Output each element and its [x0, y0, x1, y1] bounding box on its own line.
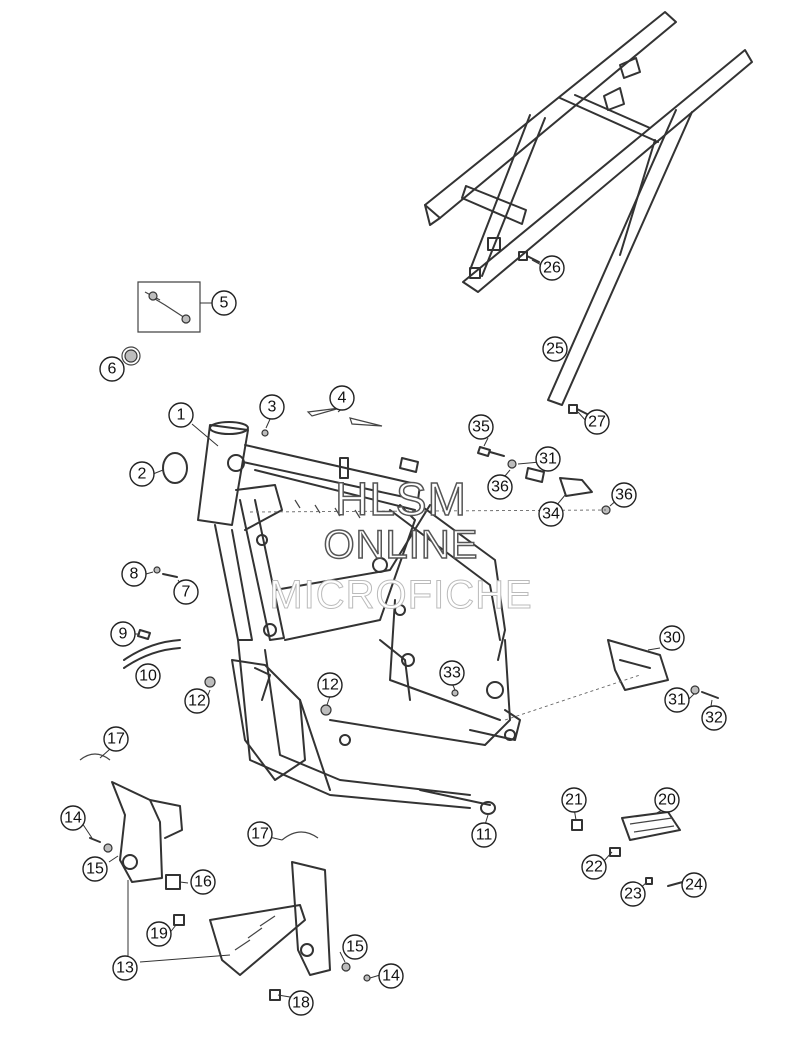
callout-36b: 36	[611, 482, 637, 508]
svg-text:20: 20	[658, 792, 676, 809]
svg-text:30: 30	[663, 630, 681, 647]
callout-2: 2	[129, 461, 155, 487]
callout-11: 11	[471, 822, 497, 848]
svg-text:14: 14	[64, 810, 82, 827]
callout-16: 16	[190, 869, 216, 895]
svg-text:17: 17	[251, 826, 269, 843]
callout-21: 21	[561, 787, 587, 813]
callout-35: 35	[468, 414, 494, 440]
callout-3: 3	[259, 394, 285, 420]
nut-12	[204, 676, 332, 716]
svg-text:23: 23	[624, 886, 642, 903]
sticker-4	[306, 407, 383, 427]
svg-text:18: 18	[292, 995, 310, 1012]
svg-text:27: 27	[588, 414, 606, 431]
svg-text:26: 26	[543, 260, 561, 277]
svg-text:19: 19	[150, 926, 168, 943]
svg-text:3: 3	[268, 399, 277, 416]
callout-20: 20	[654, 787, 680, 813]
svg-text:6: 6	[108, 361, 117, 378]
svg-text:21: 21	[565, 792, 583, 809]
callout-33: 33	[439, 660, 465, 686]
svg-text:1: 1	[177, 407, 186, 424]
callout-31b: 31	[535, 446, 561, 472]
callout-22: 22	[581, 854, 607, 880]
svg-text:7: 7	[182, 584, 191, 601]
svg-text:35: 35	[472, 419, 490, 436]
callout-36a: 36	[487, 474, 513, 500]
callout-30: 30	[659, 625, 685, 651]
callout-13: 13	[112, 955, 138, 981]
bolt-27	[568, 404, 588, 415]
callout-4: 4	[329, 385, 355, 411]
callout-32: 32	[701, 705, 727, 731]
callout-25: 25	[542, 336, 568, 362]
callout-24: 24	[681, 872, 707, 898]
svg-text:34: 34	[542, 506, 560, 523]
hose-10	[123, 639, 181, 669]
chassis-number-plate	[137, 281, 201, 333]
seal-cap-6	[121, 346, 141, 366]
pivot-parts	[477, 446, 611, 515]
callout-14a: 14	[60, 805, 86, 831]
bolt-26	[518, 251, 540, 263]
svg-text:11: 11	[476, 827, 493, 844]
svg-text:36: 36	[491, 479, 509, 496]
callout-19: 19	[146, 921, 172, 947]
svg-text:5: 5	[220, 295, 229, 312]
svg-text:17: 17	[107, 731, 125, 748]
svg-text:16: 16	[194, 874, 212, 891]
svg-text:15: 15	[86, 861, 104, 878]
subframe	[424, 11, 753, 406]
callout-14b: 14	[378, 963, 404, 989]
svg-text:24: 24	[685, 877, 703, 894]
svg-text:12: 12	[188, 693, 206, 710]
callout-17a: 17	[103, 726, 129, 752]
svg-text:22: 22	[585, 859, 603, 876]
main-frame	[197, 421, 521, 815]
steering-cap-2	[162, 452, 188, 484]
svg-text:8: 8	[130, 566, 139, 583]
callout-18: 18	[288, 990, 314, 1016]
svg-text:2: 2	[138, 466, 147, 483]
callout-15b: 15	[342, 934, 368, 960]
callout-15a: 15	[82, 856, 108, 882]
callout-17b: 17	[247, 821, 273, 847]
callout-10: 10	[135, 663, 161, 689]
callout-9: 9	[110, 621, 136, 647]
callout-26: 26	[539, 255, 565, 281]
callout-6: 6	[99, 356, 125, 382]
callout-12b: 12	[317, 672, 343, 698]
svg-text:14: 14	[382, 968, 400, 985]
bolt-33	[451, 689, 459, 697]
svg-text:10: 10	[139, 668, 157, 685]
callout-8: 8	[121, 561, 147, 587]
callout-12a: 12	[184, 688, 210, 714]
bolt-7-8	[153, 566, 178, 578]
svg-text:9: 9	[119, 626, 128, 643]
svg-text:15: 15	[346, 939, 364, 956]
frame-guard-lower	[173, 831, 371, 1001]
callout-23: 23	[620, 881, 646, 907]
callout-27: 27	[584, 409, 610, 435]
callout-34: 34	[538, 501, 564, 527]
svg-text:31: 31	[539, 451, 557, 468]
svg-text:4: 4	[338, 390, 347, 407]
callout-7: 7	[173, 579, 199, 605]
plug-3	[261, 429, 269, 437]
callout-5: 5	[211, 290, 237, 316]
svg-text:32: 32	[705, 710, 723, 727]
svg-text:12: 12	[321, 677, 339, 694]
sidestand	[607, 639, 719, 699]
svg-text:33: 33	[443, 665, 461, 682]
frame-guard-upper	[79, 753, 183, 890]
svg-text:36: 36	[615, 487, 633, 504]
callout-31a: 31	[664, 687, 690, 713]
svg-text:31: 31	[668, 692, 686, 709]
svg-text:25: 25	[546, 341, 564, 358]
leader-lines	[79, 259, 713, 998]
svg-text:13: 13	[116, 960, 134, 977]
callout-1: 1	[168, 402, 194, 428]
